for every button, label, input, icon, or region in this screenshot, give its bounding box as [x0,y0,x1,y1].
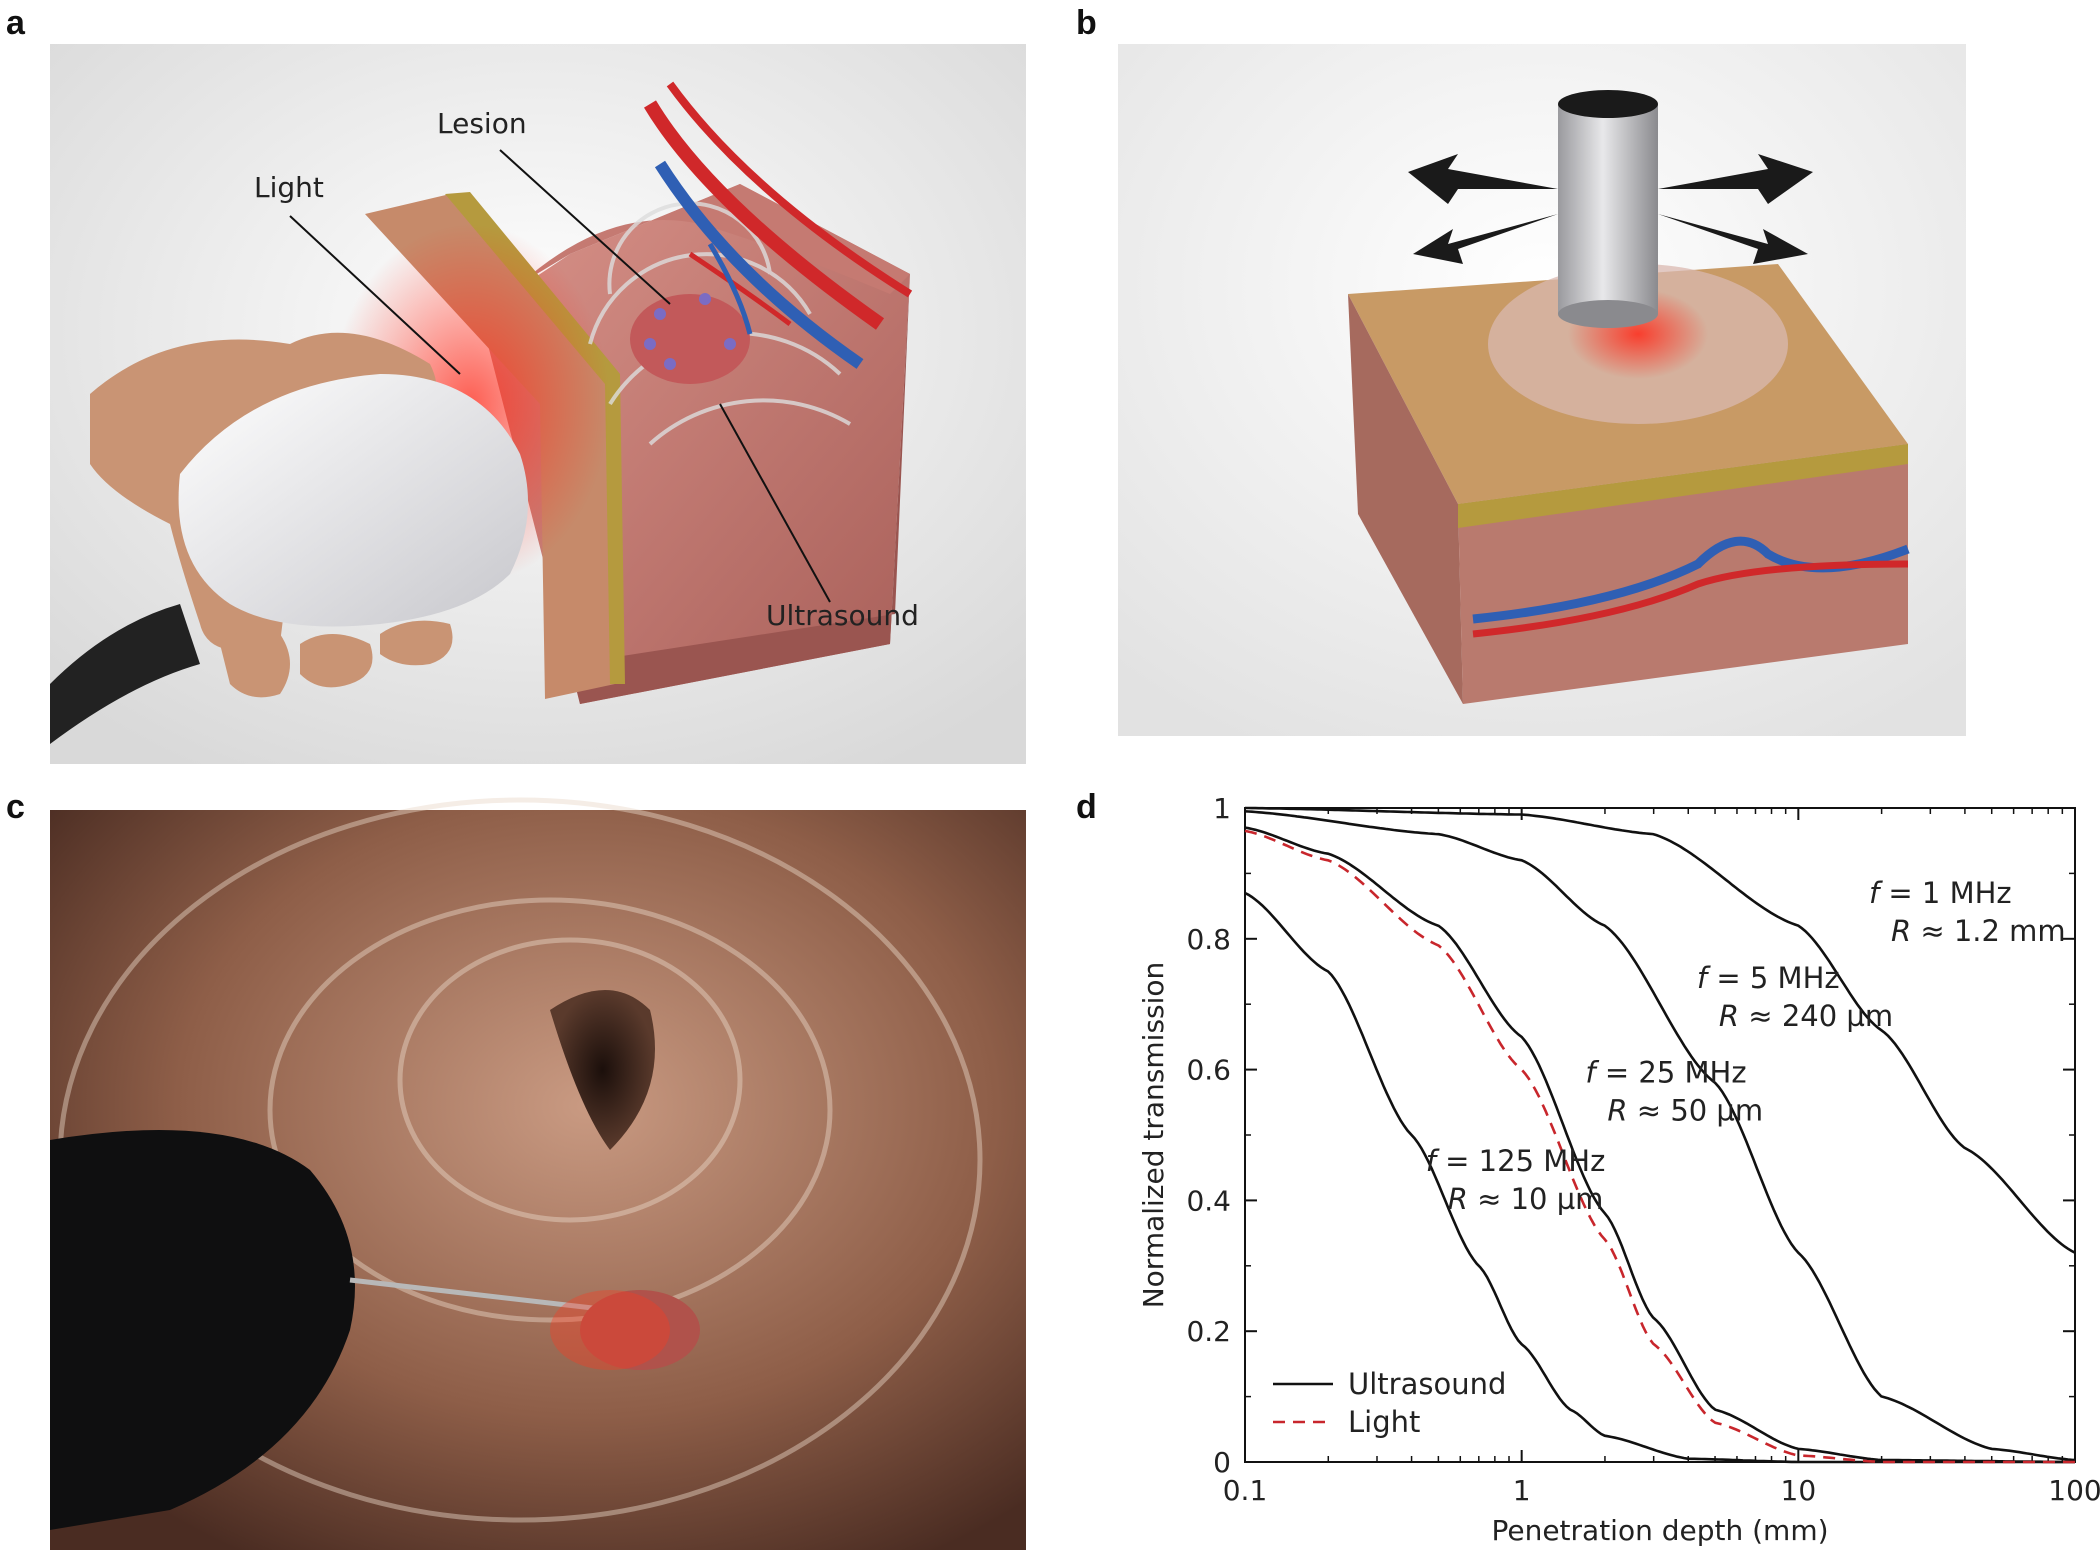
x-tick-label: 10 [1781,1474,1817,1507]
y-tick-label: 0 [1213,1446,1231,1479]
annotation-resolution: R ≈ 240 µm [1719,999,1893,1033]
illustration-handheld-probe: Light Lesion Ultrasound [50,44,1026,764]
x-tick-label: 100 [2048,1474,2100,1507]
x-tick-label: 0.1 [1223,1474,1268,1507]
illustration-endoscopic-view [50,797,1026,1550]
series-line-ultrasound-1 [1244,810,2076,1462]
x-axis-label: Penetration depth (mm) [1491,1514,1828,1547]
legend-label-ultrasound: Ultrasound [1348,1367,1506,1401]
y-tick-label: 0.8 [1186,923,1231,956]
annotation-frequency: f = 1 MHz [1869,876,2012,910]
annotation-resolution: R ≈ 10 µm [1448,1182,1604,1216]
legend-label-light: Light [1348,1405,1420,1439]
annotation-frequency: f = 5 MHz [1697,961,1840,995]
y-tick-label: 0.4 [1186,1184,1231,1217]
panel-letter-a: a [6,4,25,42]
annotation-frequency: f = 125 MHz [1426,1144,1606,1178]
chart-svg: 0.1 1 10 100 0 0.2 0.4 0.6 0.8 1 Penetration dept… [1137,792,2100,1547]
series-line-ultrasound-0 [1245,806,2076,1254]
y-tick-label: 0.6 [1186,1054,1231,1087]
series-line-ultrasound-3 [1244,891,2075,1464]
label-ultrasound: Ultrasound [766,599,919,632]
panel-letter-b: b [1076,4,1097,42]
series-line-ultrasound-2 [1244,826,2075,1464]
scanning-probe-svg [1118,44,1966,736]
annotation-frequency: f = 25 MHz [1585,1056,1746,1090]
y-tick-label: 1 [1213,792,1231,825]
annotation-resolution: R ≈ 1.2 mm [1891,914,2066,948]
panel-letter-d: d [1076,788,1097,826]
panel-letter-c: c [6,788,25,826]
y-tick-label: 0.2 [1186,1315,1231,1348]
y-axis-label: Normalized transmission [1137,962,1170,1309]
illustration-scanning-probe [1118,44,1966,736]
x-tick-label: 1 [1513,1474,1531,1507]
handheld-probe-svg: Light Lesion Ultrasound [50,44,1026,764]
penetration-depth-chart: 0.1 1 10 100 0 0.2 0.4 0.6 0.8 1 Penetration dept… [1100,790,2100,1560]
label-light: Light [254,171,324,204]
label-lesion: Lesion [437,107,527,140]
endoscopic-view-svg [50,797,1026,1550]
annotation-resolution: R ≈ 50 µm [1607,1094,1763,1128]
